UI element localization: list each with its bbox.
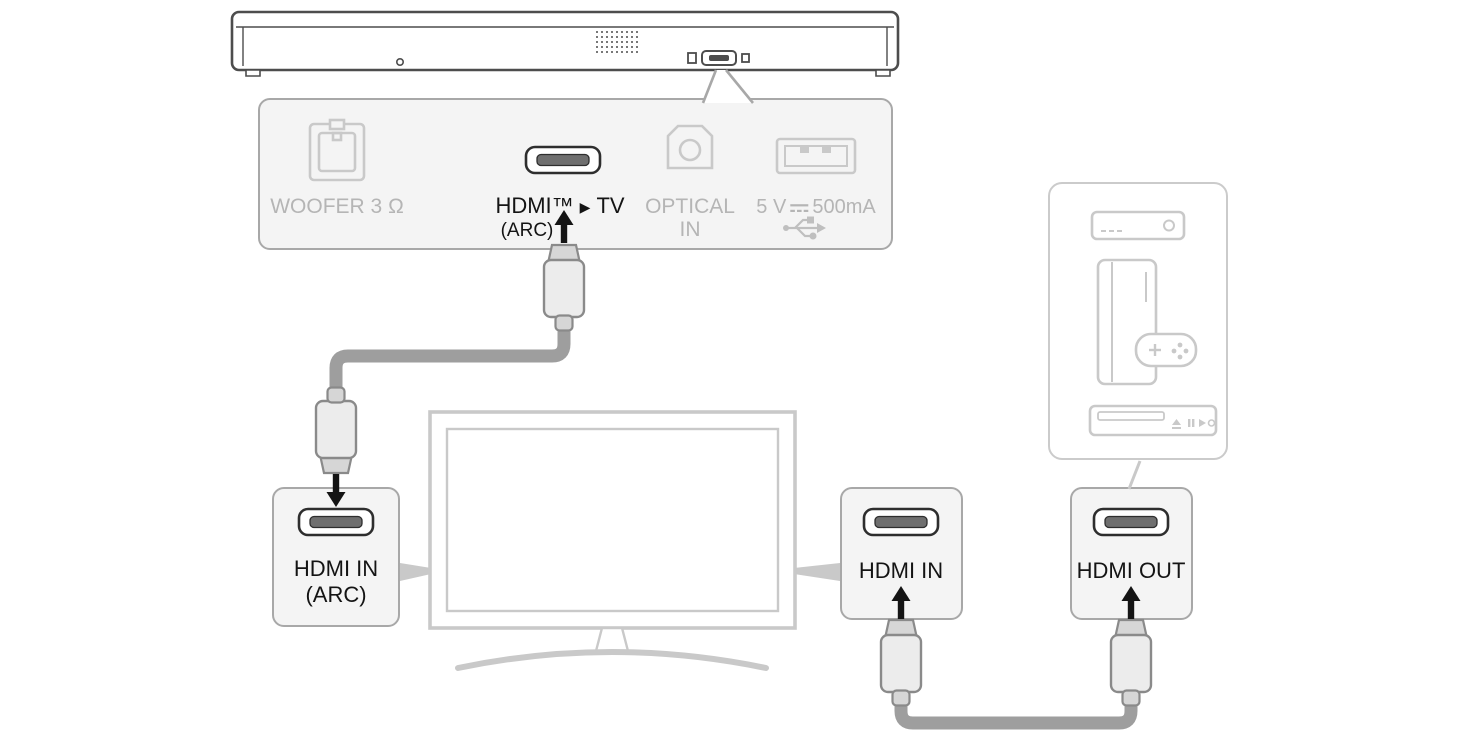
- dc-symbol-icon: [790, 203, 809, 212]
- source-devices-box: [1048, 182, 1228, 460]
- tv-right-port-connector: [794, 563, 840, 581]
- source-hdmi-out-port-label: HDMI OUT: [1076, 558, 1186, 583]
- speaker-grille-icon: [596, 30, 638, 56]
- insert-arrow-up-icon: [1121, 586, 1141, 619]
- tv-arc-port-label-line1: HDMI IN: [293, 556, 379, 581]
- soundbar-connector-recess: [687, 50, 750, 66]
- optical-port-label-line2: IN: [679, 218, 701, 241]
- hdmi-arc-port-icon: [524, 145, 602, 175]
- gamepad-icon: [1134, 332, 1198, 368]
- hdmi-tv-port-label: HDMI™ ▶ TV: [495, 193, 624, 218]
- soundbar: [230, 10, 900, 77]
- hdmi-plug-up-icon: [879, 618, 923, 707]
- insert-arrow-down-icon: [326, 474, 346, 507]
- optical-port-icon: [666, 124, 714, 170]
- tv-screen: [445, 427, 780, 613]
- usb-label-suffix: 500mA: [812, 196, 876, 218]
- woofer-port-label: WOOFER 3 Ω: [270, 195, 404, 218]
- soundbar-foot: [875, 69, 891, 77]
- tv-arc-port-icon: [297, 507, 375, 537]
- source-hdmi-out-port-icon: [1092, 507, 1170, 537]
- mount-hole: [395, 57, 404, 66]
- tv-left-port-connector: [400, 563, 431, 581]
- tv-hdmi-in-port-label: HDMI IN: [858, 558, 944, 583]
- callout-pointer: [701, 69, 755, 104]
- woofer-port-icon: [308, 118, 366, 182]
- hdmi-arc-sublabel: (ARC): [500, 220, 554, 241]
- hdmi-plug-up-icon: [1109, 618, 1153, 707]
- hdmi-plug-up-icon: [542, 243, 586, 332]
- usb-label-prefix: 5 V: [756, 196, 787, 218]
- tv-arc-port-label-line2: (ARC): [305, 582, 367, 607]
- tv-stand-neck: [594, 626, 630, 653]
- hdmi-cable-source-to-tv: [879, 618, 1153, 730]
- hdmi-label-tv-text: TV: [596, 193, 625, 218]
- game-console-icon: [1096, 258, 1158, 386]
- hdmi-label-arrow-icon: ▶: [579, 198, 591, 215]
- hdmi-cable-soundbar-to-tv: [314, 243, 586, 475]
- soundbar-foot: [245, 69, 261, 77]
- tv-stand-base: [455, 649, 769, 671]
- optical-port-label-line1: OPTICAL: [645, 195, 735, 218]
- usb-symbol-icon: [783, 216, 826, 240]
- hdmi-label-text: HDMI™: [495, 193, 574, 218]
- tv: [428, 410, 797, 671]
- usb-port-icon: [775, 137, 857, 175]
- media-player-icon: [1088, 404, 1218, 437]
- hdmi-plug-down-icon: [314, 386, 358, 475]
- set-top-box-icon: [1090, 210, 1186, 241]
- device-to-port-link: [1127, 460, 1142, 490]
- insert-arrow-up-icon: [891, 586, 911, 619]
- tv-hdmi-in-port-icon: [862, 507, 940, 537]
- usb-port-label: 5 V 500mA: [756, 196, 875, 219]
